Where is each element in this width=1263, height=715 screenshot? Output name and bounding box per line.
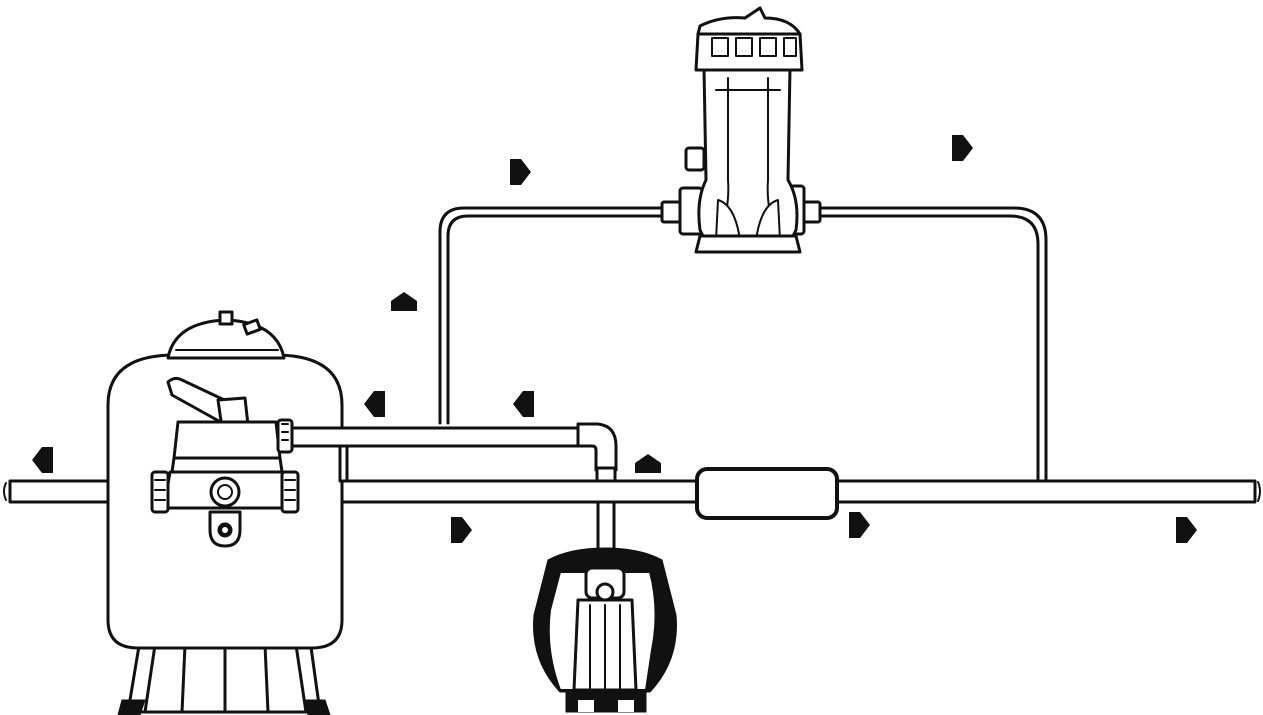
upper-pipe bbox=[290, 422, 618, 483]
pump bbox=[533, 500, 677, 713]
flow-arrow-chlorinator-out bbox=[952, 135, 973, 161]
flow-arrows bbox=[32, 135, 1197, 543]
flow-arrow-pump-up bbox=[635, 454, 661, 473]
flow-arrow-after-heater bbox=[849, 512, 870, 538]
heater bbox=[695, 467, 839, 520]
chlorinator bbox=[660, 6, 822, 254]
flow-arrow-below-filter bbox=[451, 517, 472, 543]
flow-arrow-far-right bbox=[1176, 517, 1197, 543]
chlorinator-line bbox=[438, 206, 1048, 483]
flow-arrow-chlorinator-in bbox=[510, 159, 531, 185]
flow-arrow-bypass-up bbox=[391, 292, 417, 311]
flow-arrow-far-left bbox=[32, 447, 53, 473]
flow-arrow-bypass-return bbox=[513, 391, 534, 417]
multiport-valve bbox=[150, 376, 300, 548]
flow-arrow-valve-return bbox=[364, 391, 385, 417]
